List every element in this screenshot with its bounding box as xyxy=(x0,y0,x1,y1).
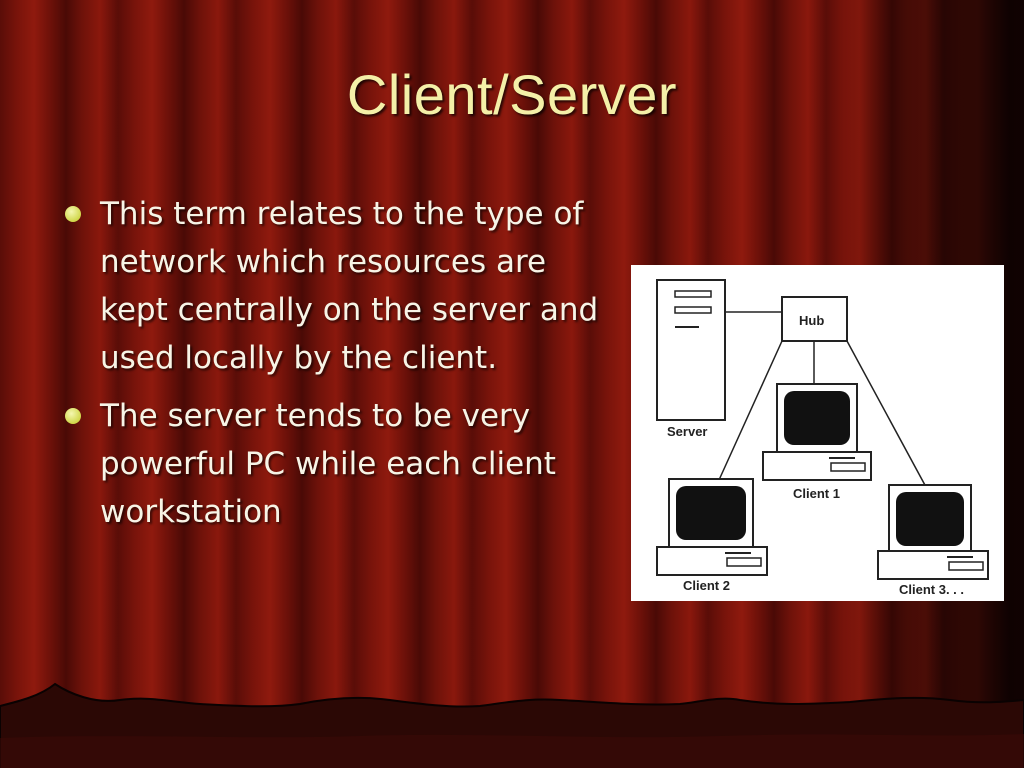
client-1-label: Client 1 xyxy=(793,486,840,501)
client-2-icon xyxy=(656,478,768,576)
bullet-text: This term relates to the type of network… xyxy=(100,196,599,376)
server-label: Server xyxy=(667,424,707,439)
bullet-list: This term relates to the type of network… xyxy=(60,190,620,546)
bullet-dot-icon xyxy=(65,408,81,424)
client-3-label: Client 3. . . xyxy=(899,582,964,597)
slide-title: Client/Server xyxy=(346,63,678,126)
bullet-dot-icon xyxy=(65,206,81,222)
client-1-icon xyxy=(762,383,872,481)
client-2-label: Client 2 xyxy=(683,578,730,593)
network-links xyxy=(718,311,927,488)
curtain-bottom-edge xyxy=(0,682,1024,768)
bullet-item: This term relates to the type of network… xyxy=(60,190,620,382)
bullet-text: The server tends to be very powerful PC … xyxy=(100,398,556,530)
bullet-item: The server tends to be very powerful PC … xyxy=(60,392,620,536)
server-icon xyxy=(656,279,726,421)
client-3-icon xyxy=(877,484,989,580)
network-diagram: Server Hub Client 1 xyxy=(631,265,1004,601)
hub-label: Hub xyxy=(799,313,824,328)
